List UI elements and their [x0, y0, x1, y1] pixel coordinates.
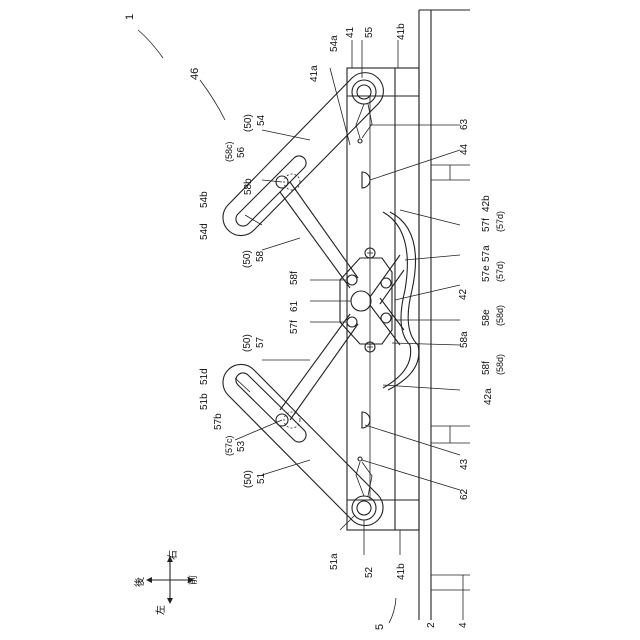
ref-41a: 41a: [309, 65, 320, 82]
ref-52: 52: [364, 566, 375, 578]
ref-61: 61: [289, 300, 300, 312]
direction-left: 左: [154, 605, 167, 615]
ref-4: 4: [458, 622, 469, 628]
ref-44: 44: [459, 143, 470, 155]
direction-back: 後: [133, 577, 146, 587]
stopper-44: [362, 172, 370, 188]
ref-58f-top: 58f: [289, 271, 300, 285]
ref-54d: 54d: [199, 223, 210, 240]
ref-57f-a: 57f: [481, 218, 492, 232]
figure-ref-label: 1: [124, 14, 136, 20]
ref-58a: 58a: [459, 331, 470, 348]
direction-front: 前: [186, 575, 199, 585]
ref-58e: 58e: [481, 309, 492, 326]
ref-58f-low: 58f: [481, 361, 492, 375]
ref-57d-a: (57d): [495, 211, 505, 232]
ref-62: 62: [459, 488, 470, 500]
direction-legend: [146, 556, 194, 604]
ref-56: 56: [236, 146, 247, 158]
ref-57a: 57a: [481, 245, 492, 262]
direction-right: 右: [166, 550, 179, 560]
ref-57c: (57c): [224, 435, 234, 456]
ref-51: 51: [256, 472, 267, 484]
ref-58: 58: [255, 250, 266, 262]
assembly-ref-label: 46: [189, 68, 201, 80]
ref-54b-a: 54b: [199, 191, 210, 208]
ref-42: 42: [458, 288, 469, 300]
ref-42b: 42b: [481, 195, 492, 212]
ref-57b: 57b: [213, 413, 224, 430]
ref-57d-b: (57d): [495, 261, 505, 282]
ref-50-low: (50): [242, 334, 253, 352]
ref-41b-top: 41b: [396, 23, 407, 40]
ref-57f-b: 57f: [289, 320, 300, 334]
ref-50-bot: (50): [243, 470, 254, 488]
ref-41b-bot: 41b: [396, 563, 407, 580]
ref-58d-a: (58d): [495, 305, 505, 326]
ref-57: 57: [255, 336, 266, 348]
guide-plate-42: [383, 212, 419, 390]
leader-lines: [138, 30, 463, 623]
ref-58b: 58b: [243, 178, 254, 195]
ref-42a: 42a: [483, 388, 494, 405]
ref-54: 54: [256, 114, 267, 126]
ref-54a: 54a: [329, 35, 340, 52]
ref-51b: 51b: [199, 393, 210, 410]
ref-50-mid: (50): [242, 250, 253, 268]
ref-58d-b: (58d): [495, 354, 505, 375]
ref-43: 43: [459, 458, 470, 470]
ref-41: 41: [345, 26, 356, 38]
ref-58c: (58c): [224, 141, 234, 162]
ref-55: 55: [364, 26, 375, 38]
ref-57e: 57e: [481, 265, 492, 282]
link-54: [223, 73, 383, 236]
ref-50-top: (50): [243, 114, 254, 132]
ref-63: 63: [459, 118, 470, 130]
ref-2: 2: [426, 622, 437, 628]
ref-51d: 51d: [199, 368, 210, 385]
ref-53: 53: [236, 440, 247, 452]
ref-51a: 51a: [329, 553, 340, 570]
base-frame: [419, 10, 470, 620]
base-ref-label: 5: [374, 624, 386, 630]
